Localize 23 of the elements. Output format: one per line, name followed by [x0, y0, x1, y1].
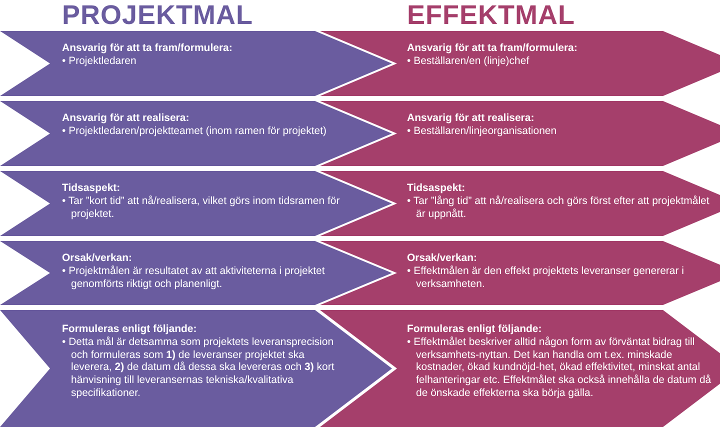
bullet-text: • Tar ”kort tid” att nå/realisera, vilket görs inom tidsramen för projektet.	[62, 194, 341, 220]
section-heading: Tidsaspekt:	[407, 182, 466, 195]
section-heading: Ansvarig för att realisera:	[62, 112, 190, 125]
section-heading: Ansvarig för att realisera:	[407, 112, 536, 125]
section-heading: Ansvarig för att ta fram/formulera:	[407, 42, 578, 55]
bullet-text: • Tar ”lång tid” att nå/realisera och görs först efter att projektmålet är uppnått.	[407, 194, 710, 220]
bullet-text: • Projektledaren	[62, 54, 138, 68]
column-heading: PROJEKTMAL	[62, 1, 254, 29]
section-heading: Ansvarig för att ta fram/formulera:	[62, 42, 234, 55]
bullet-text: • Projektledaren/projektteamet (inom ramen för projektet)	[62, 124, 328, 138]
section-heading: Formuleras enligt följande:	[62, 323, 198, 336]
section-heading: Tidsaspekt:	[62, 182, 122, 195]
bullet-text: • Detta mål är detsamma som projektets leveransprecision och formuleras som 1) de leveranser projektet ska leverera, 2) de datum då dessa ska levereras och 3) kort hänvisning till leveransernas tekniska/kvalitativa specifikationer.	[62, 336, 336, 400]
bullet-text: • Beställaren/linjeorganisationen	[407, 124, 558, 138]
bullet-text: • Projektmålen är resultatet av att aktiviteterna i projektet genomförts riktigt och planenligt.	[62, 264, 326, 290]
bullet-text: • Effektmålen är den effekt projektets leveranser genererar i verksamheten.	[407, 264, 686, 290]
bullet-text: • Beställaren/en (linje)chef	[407, 54, 530, 68]
chevron-banner	[320, 31, 720, 96]
column-heading: EFFEKTMAL	[407, 1, 575, 29]
section-heading: Orsak/verkan:	[62, 252, 134, 265]
bullet-text: • Effektmålet beskriver alltid någon form av förväntat bidrag till verksamhets-nyttan. Det kan handla om t.ex. minskade kostnader, ökad kundnöjd-het, ökad effektivitet, minskat antal felhanteringar etc. Effektmålet ska också innehålla de datum då de önskade effekterna ska börja gälla.	[407, 336, 712, 400]
section-heading: Formuleras enligt följande:	[407, 323, 543, 336]
section-heading: Orsak/verkan:	[407, 252, 478, 265]
